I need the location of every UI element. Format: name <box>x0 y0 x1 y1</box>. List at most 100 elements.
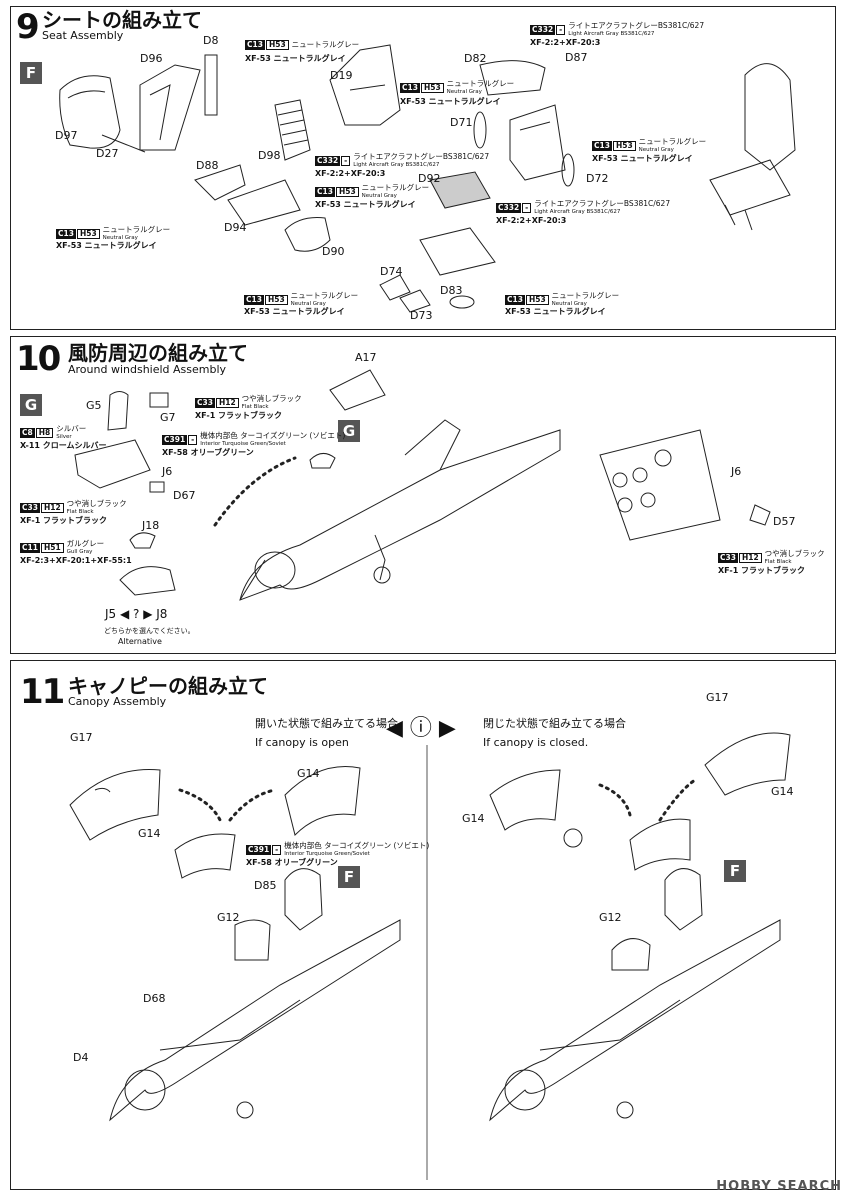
part-g14: G14 <box>138 827 161 840</box>
part-d88: D88 <box>196 159 219 172</box>
step-9-title-en: Seat Assembly <box>42 29 124 42</box>
section-f-label-left: F <box>338 866 360 888</box>
section-f-label: F <box>20 62 42 84</box>
paint-code: C332 <box>496 203 522 213</box>
paint-mix: XF-2:3+XF-20:1+XF-55:1 <box>20 556 132 565</box>
paint-mix: XF-1 フラットブラック <box>195 411 283 420</box>
paint-mix: XF-2:2+XF-20:3 <box>496 216 567 225</box>
section-g-label-2: G <box>338 420 360 442</box>
paint-name-jp: ライトエアクラフトグレーBS381C/627 <box>568 21 705 30</box>
paint-name-jp: ニュートラルグレー <box>446 79 515 88</box>
paint-name-jp: つや消しブラック <box>241 394 302 403</box>
fuselage-nose-drawing-11r <box>489 919 781 1122</box>
part-d57: D57 <box>773 515 796 528</box>
paint-code: C13 <box>592 141 612 151</box>
paint-name-en: Flat Black <box>241 404 269 410</box>
dotted-arrow-11a <box>178 788 222 822</box>
paint-code-alt: H53 <box>525 295 549 305</box>
part-d96: D96 <box>140 52 163 65</box>
dotted-arrow-11d <box>658 778 697 822</box>
instrument-panel-drawing <box>599 429 771 541</box>
paint-code: C33 <box>20 503 40 513</box>
paint-code: C391 <box>246 845 272 855</box>
fuselage-nose-drawing-10 <box>239 369 561 601</box>
paint-mix: XF-53 ニュートラルグレイ <box>244 307 345 316</box>
step-9-number: 9 <box>16 7 40 47</box>
dotted-arrow-11c <box>598 783 632 817</box>
part-d87: D87 <box>565 51 588 64</box>
paint-name-jp: つや消しブラック <box>764 549 825 558</box>
paint-mix: XF-53 ニュートラルグレイ <box>505 307 606 316</box>
part-d72: D72 <box>586 172 609 185</box>
seat-bucket-d88-drawing <box>194 164 301 226</box>
paint-name-en: Neutral Gray <box>551 301 587 307</box>
paint-code: C13 <box>244 295 264 305</box>
section-g-label: G <box>20 394 42 416</box>
paint-name-jp: ニュートラルグレー <box>291 40 360 49</box>
part-d90: D90 <box>322 245 345 258</box>
paint-name-en: Neutral Gray <box>638 147 674 153</box>
paint-mix: XF-53 ニュートラルグレイ <box>592 154 693 163</box>
part-d97: D97 <box>55 129 78 142</box>
paint-code-alt: H12 <box>215 398 239 408</box>
paint-name-jp: ニュートラルグレー <box>290 291 359 300</box>
paint-name-jp: 機体内部色 ターコイズグリーン (ソビエト) <box>200 431 346 440</box>
paint-name-en: Flat Black <box>764 559 792 565</box>
step-11-title-en: Canopy Assembly <box>68 695 167 708</box>
paint-code-alt: H53 <box>612 141 636 151</box>
paint-code-alt: H12 <box>40 503 64 513</box>
rod-d27-drawing <box>101 134 146 153</box>
paint-code-alt: H53 <box>265 40 289 50</box>
paint-code-alt: H12 <box>738 553 762 563</box>
part-d27: D27 <box>96 147 119 160</box>
paint-code: C33 <box>718 553 738 563</box>
paint-name-en: Neutral Gray <box>361 193 397 199</box>
alternative-icon: ◀ ⓘ ▶ <box>386 716 456 741</box>
paint-name-en: Interior Turquoise Green/Soviet <box>200 441 286 447</box>
part-g12-right: G12 <box>599 911 622 924</box>
paint-code: C13 <box>245 40 265 50</box>
part-d4: D4 <box>73 1051 89 1064</box>
paint-name-en: Light Aircraft Gray BS381C/627 <box>353 162 440 168</box>
part-d19: D19 <box>330 69 353 82</box>
part-g12: G12 <box>217 911 240 924</box>
paint-code-alt: H8 <box>35 428 54 438</box>
paint-mix: XF-53 ニュートラルグレイ <box>56 241 157 250</box>
section-f-label-right: F <box>724 860 746 882</box>
step-11-panel <box>10 660 836 1190</box>
paint-name-en: Gull Gray <box>66 549 93 555</box>
paint-code-alt: - <box>556 25 566 35</box>
paint-name-en: Neutral Gray <box>446 89 482 95</box>
part-j6: J6 <box>162 465 173 478</box>
paint-name-en: Silver <box>56 434 72 440</box>
dotted-arrow-11b <box>228 788 277 822</box>
alternative-note-en: Alternative <box>118 637 162 646</box>
seat-base-d92-drawing <box>379 171 496 313</box>
paint-code: C33 <box>195 398 215 408</box>
paint-mix: XF-1 フラットブラック <box>20 516 108 525</box>
paint-code: C13 <box>56 229 76 239</box>
part-d67: D67 <box>173 489 196 502</box>
step-10-number: 10 <box>16 339 61 379</box>
part-g7: G7 <box>160 411 176 424</box>
seat-shell-drawing <box>329 44 401 126</box>
part-a17: A17 <box>355 351 377 364</box>
alternative-note-jp: どちらかを選んでください。 <box>104 627 195 635</box>
part-d83: D83 <box>440 284 463 297</box>
part-d94: D94 <box>224 221 247 234</box>
seat-back-cushion-drawing <box>59 75 121 149</box>
paint-name-jp: ニュートラルグレー <box>551 291 620 300</box>
step-11-title-jp: キャノピーの組み立て <box>68 674 268 698</box>
paint-code: C11 <box>20 543 40 553</box>
step-10-title-en: Around windshield Assembly <box>68 363 227 376</box>
paint-name-jp: ニュートラルグレー <box>102 225 171 234</box>
